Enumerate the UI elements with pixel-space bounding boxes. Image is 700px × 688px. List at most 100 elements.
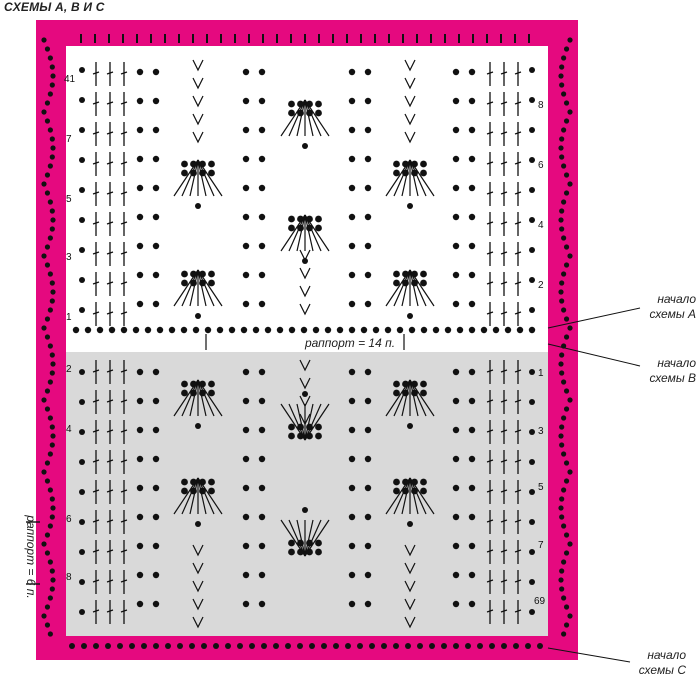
fan-dot [402, 279, 409, 287]
edge-dot [50, 577, 56, 583]
stitch-dot [152, 426, 160, 434]
fan-dot [420, 169, 427, 177]
fan-dot [190, 380, 197, 388]
stitch-dot [152, 184, 160, 192]
edge-dot [563, 118, 570, 124]
fan-stroke [401, 477, 411, 515]
edge-dot [49, 280, 55, 286]
stitch-dot [242, 68, 250, 76]
stitch-dot [468, 213, 476, 221]
start-b-line-1: начало [657, 356, 696, 370]
stitch-dot [348, 484, 356, 492]
edge-dot [561, 631, 567, 637]
border-tick [374, 34, 376, 43]
fan-dot [297, 109, 304, 117]
stitch-dot [468, 368, 476, 376]
start-b-line-2: схемы В [649, 371, 696, 385]
edge-dot [563, 172, 570, 178]
fan-dot [411, 279, 418, 287]
chain-dot [372, 326, 380, 334]
stitch-bar [514, 549, 522, 553]
stitch-dot [136, 600, 144, 608]
stitch-dot [136, 155, 144, 163]
edge-dot [563, 460, 570, 466]
stitch-dot [258, 368, 266, 376]
border-dot [477, 643, 483, 649]
edge-dot [558, 361, 564, 367]
chain-dot [84, 326, 92, 334]
chain-dot [216, 326, 224, 334]
chain-dot [528, 326, 536, 334]
stitch-bar [120, 71, 128, 75]
chain-v [192, 580, 204, 593]
stitch-bar [514, 399, 522, 403]
edge-dot [44, 190, 51, 196]
stitch-bar [514, 131, 522, 135]
stitch-dot [136, 242, 144, 250]
stitch-dot [258, 68, 266, 76]
stitch-dot [79, 399, 85, 405]
edge-dot [50, 145, 56, 151]
chain-dot [276, 326, 284, 334]
stitch-dot [79, 247, 85, 253]
edge-dot [563, 244, 570, 250]
stitch-dot [258, 600, 266, 608]
edge-dot [44, 244, 51, 250]
edge-dot [47, 379, 53, 385]
stitch-dot [364, 484, 372, 492]
fan-dot [288, 224, 295, 232]
edge-dot [561, 271, 567, 277]
fan-dot [420, 487, 427, 495]
fan-dot [393, 389, 400, 397]
stitch-dot [136, 126, 144, 134]
fan-dot [181, 478, 188, 486]
edge-dot [559, 64, 565, 70]
border-tick [234, 34, 236, 43]
stitch-bar [92, 489, 100, 493]
stitch-dot [529, 307, 535, 313]
stitch-bar [500, 519, 508, 523]
fan-dot [199, 380, 206, 388]
stitch-bar [92, 549, 100, 553]
edge-dot [49, 352, 55, 358]
chain-v [299, 249, 311, 262]
stitch-dot [452, 213, 460, 221]
edge-dot [558, 289, 564, 295]
chain-dot [408, 326, 416, 334]
edge-dot [44, 334, 51, 340]
edge-dot [50, 361, 56, 367]
border-dot [525, 643, 531, 649]
edge-dot [47, 559, 53, 565]
stitch-bar [106, 221, 114, 225]
stitch-dot [152, 368, 160, 376]
stitch-bar [120, 519, 128, 523]
border-dot [81, 643, 87, 649]
fan-dot [297, 224, 304, 232]
border-tick [276, 34, 278, 43]
stitch-bar [106, 281, 114, 285]
stitch-dot [152, 484, 160, 492]
edge-dot [559, 352, 565, 358]
edge-dot [44, 532, 51, 538]
edge-dot [561, 127, 567, 133]
stitch-dot [364, 184, 372, 192]
stitch-dot [468, 271, 476, 279]
edge-dot [49, 208, 55, 214]
fan-dot [393, 160, 400, 168]
border-dot [381, 643, 387, 649]
edge-dot [41, 325, 47, 331]
edge-dot [567, 181, 573, 187]
edge-dot [558, 505, 564, 511]
border-dot [429, 643, 435, 649]
edge-dot [49, 226, 55, 232]
chain-v [299, 267, 311, 280]
stitch-dot [242, 97, 250, 105]
edge-dot [44, 604, 51, 610]
stitch-dot [136, 271, 144, 279]
fan-dot [288, 423, 295, 431]
fan-dot [199, 389, 206, 397]
row-num-a-1: 1 [66, 312, 72, 323]
stitch-dot [258, 571, 266, 579]
chain-dot [468, 326, 476, 334]
chain-dot [156, 326, 164, 334]
